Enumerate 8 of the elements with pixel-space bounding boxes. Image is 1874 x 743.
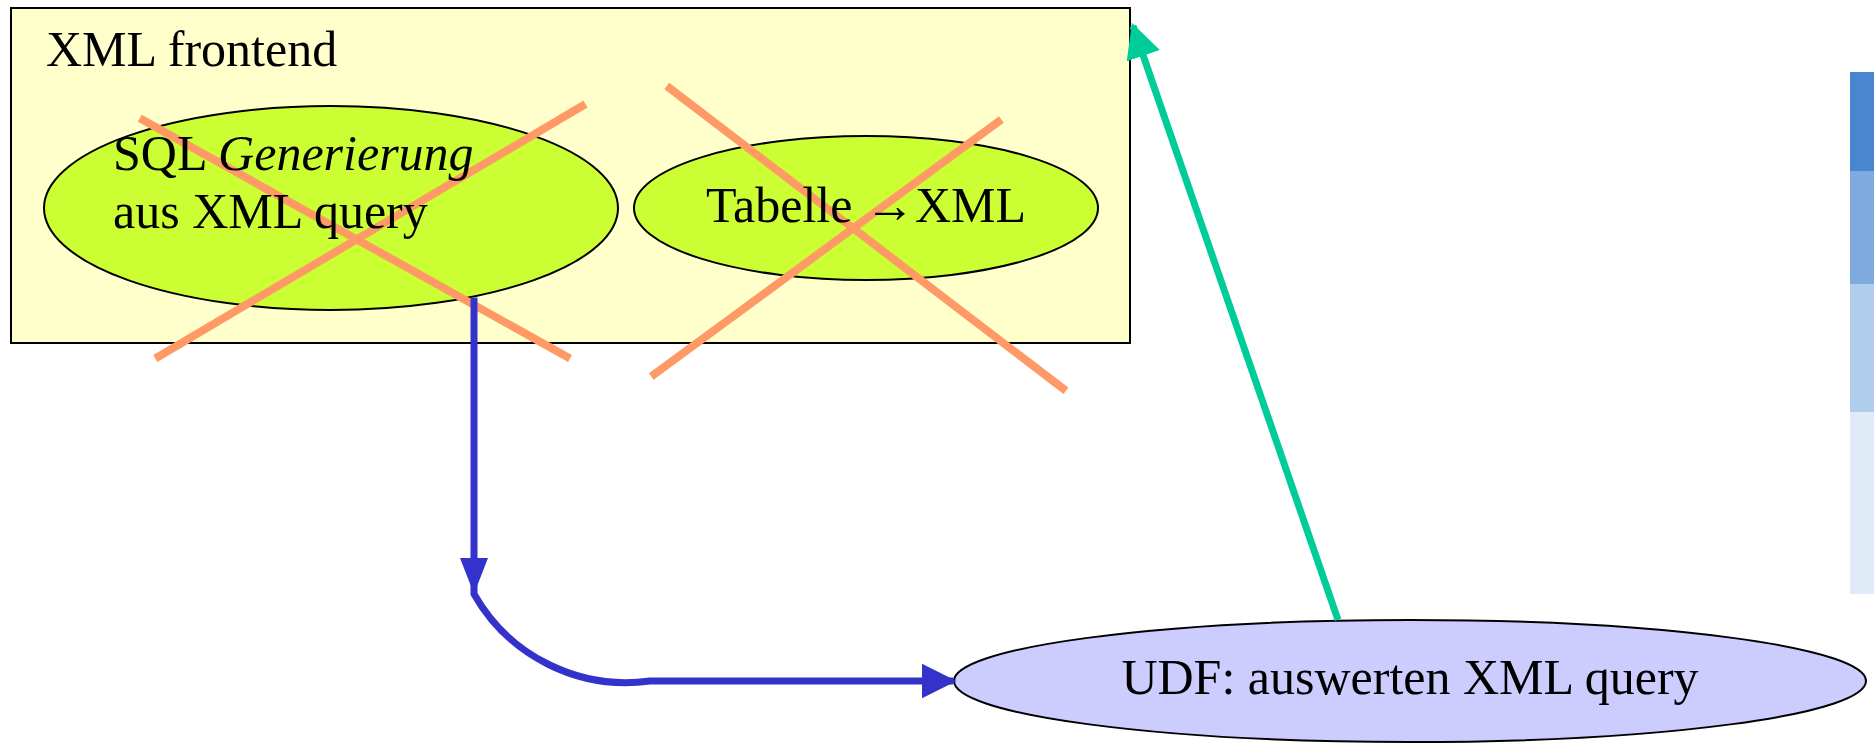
node-label: UDF: auswerten XML query bbox=[1120, 649, 1700, 707]
node-label: Tabelle →XML bbox=[705, 177, 1027, 235]
process-ellipse bbox=[43, 105, 619, 311]
node-label: SQL Generierung aus XML query bbox=[113, 125, 475, 240]
group-title: XML frontend bbox=[46, 21, 339, 79]
process-ellipse bbox=[633, 135, 1099, 281]
process-ellipse bbox=[953, 619, 1867, 743]
frame-box bbox=[10, 7, 1131, 344]
